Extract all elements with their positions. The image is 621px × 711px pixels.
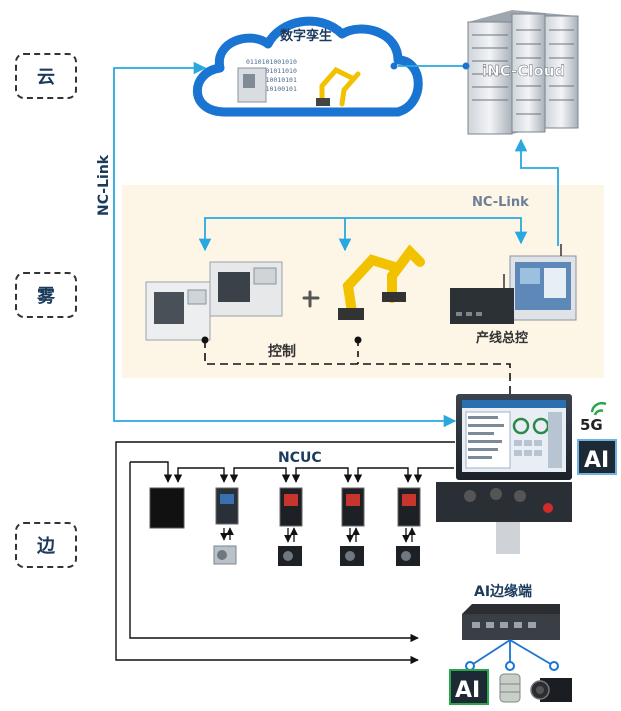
industrial-robots-icon (302, 244, 425, 320)
link-dot (465, 661, 475, 671)
control-label: 控制 (268, 343, 296, 360)
control-dot (201, 336, 209, 344)
server-rack-icon (467, 10, 579, 135)
tier-edge-label: 边 (15, 522, 77, 568)
line-control-label: 产线总控 (476, 330, 528, 346)
servo-drives-icon (149, 487, 421, 529)
ai-badge-icon (577, 439, 617, 475)
camera-icon (530, 678, 572, 702)
cnc-machines-icon (145, 261, 283, 341)
servo-motors-icon (213, 545, 420, 566)
5g-label: 5G (580, 416, 603, 434)
line-controller-icon (450, 244, 577, 324)
ai-chip-icon (449, 669, 489, 705)
ai-edge-label: AI边缘端 (474, 583, 532, 600)
sensor-icon (499, 673, 521, 703)
nc-link-network (113, 61, 559, 428)
drive-motor-links (220, 527, 416, 543)
tier-cloud-label: 云 (15, 53, 77, 99)
cloud-machine-icon (237, 67, 267, 103)
link-dot (462, 62, 470, 70)
binary-row: 0110101001010 (246, 58, 297, 66)
inc-cloud-label: iNC-Cloud (482, 62, 565, 80)
robot-base-icon (316, 98, 330, 106)
ai-badge-label: AI (584, 448, 609, 473)
tier-fog-label: 雾 (15, 272, 77, 318)
ai-chip-label: AI (455, 678, 480, 703)
ncuc-label: NCUC (278, 450, 322, 466)
ai-edge-box-icon (462, 604, 560, 640)
nc-link-vertical-label: NC-Link (96, 154, 112, 216)
control-dot (354, 336, 362, 344)
5g-badge-icon (590, 401, 607, 416)
black-bus-lines (115, 441, 455, 665)
link-dot (549, 661, 559, 671)
link-dot (390, 62, 398, 70)
link-dot (505, 661, 515, 671)
nc-link-fog-label: NC-Link (472, 195, 529, 210)
cnc-hmi-terminal-icon (436, 394, 572, 554)
digital-twin-label: 数字孪生 (280, 28, 332, 44)
